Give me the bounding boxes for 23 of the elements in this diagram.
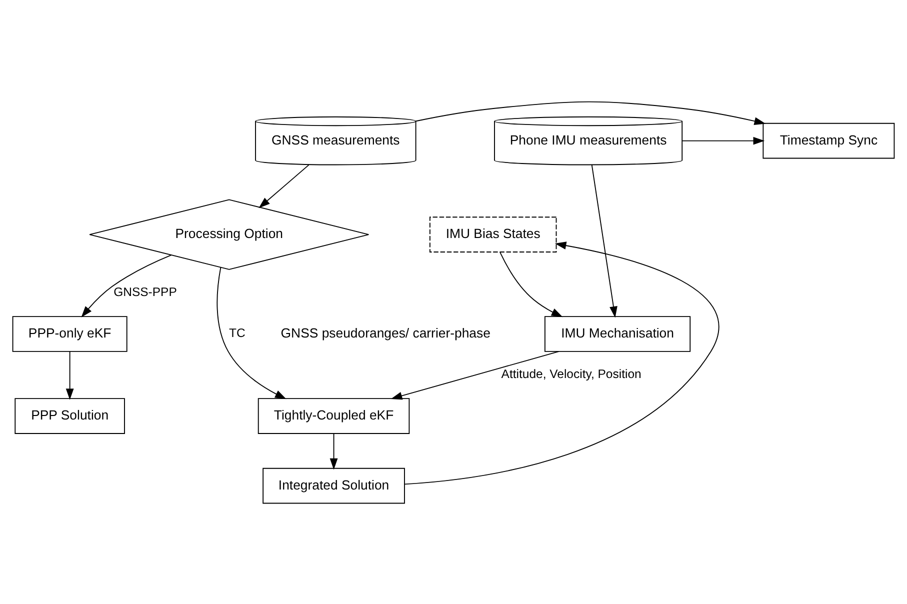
- arrow: [330, 432, 338, 470]
- node-box: Timestamp Sync: [762, 122, 895, 158]
- arrow: [258, 164, 310, 208]
- node-box: IMU Bias States: [429, 216, 557, 252]
- node-diamond: Processing Option: [89, 198, 370, 270]
- arrow: [416, 100, 766, 124]
- arrow: [216, 266, 286, 399]
- arrow: [591, 164, 618, 318]
- edge-label: TC: [228, 326, 246, 340]
- node-box: Tightly-Coupled eKF: [258, 398, 410, 434]
- arrow: [390, 350, 560, 400]
- edge-label: Attitude, Velocity, Position: [501, 366, 642, 381]
- arrow: [682, 136, 765, 144]
- arrow: [404, 241, 720, 484]
- node-box: IMU Mechanisation: [544, 316, 691, 352]
- label: GNSS pseudoranges/ carrier-phase: [280, 325, 490, 340]
- node-box: PPP-only eKF: [12, 316, 128, 352]
- node-box: PPP Solution: [14, 398, 125, 434]
- arrow: [81, 254, 172, 317]
- node-box: Integrated Solution: [262, 467, 405, 504]
- arrow: [66, 350, 74, 400]
- edge-label: GNSS-PPP: [114, 284, 177, 299]
- arrow: [500, 251, 563, 317]
